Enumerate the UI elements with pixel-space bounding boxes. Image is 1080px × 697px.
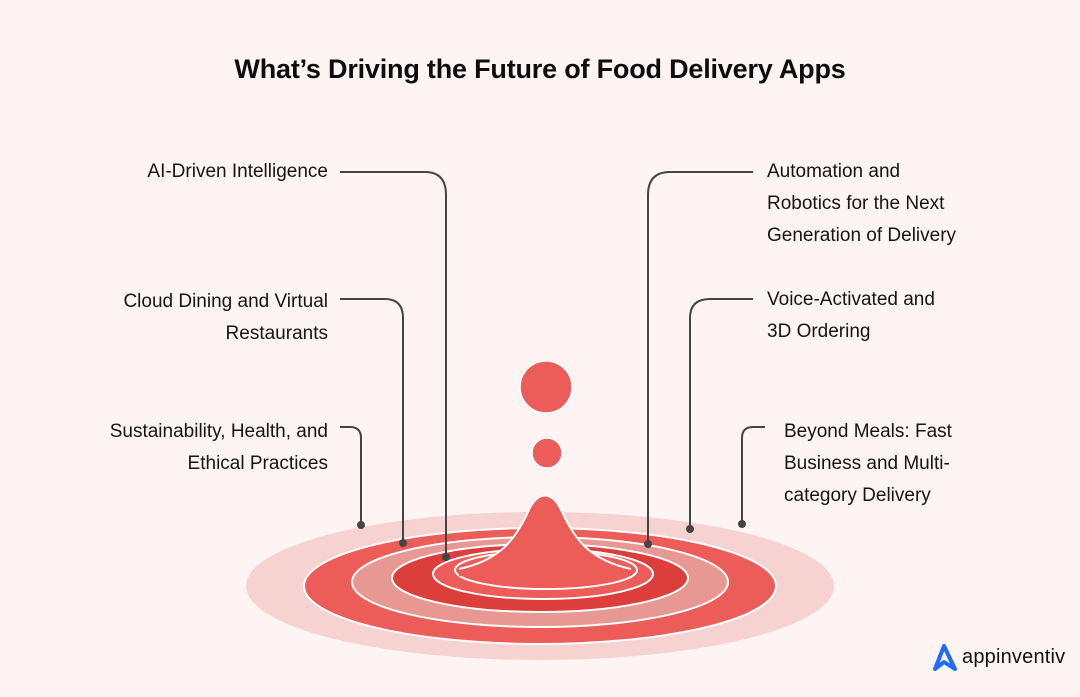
drop-peak [459,495,631,576]
droplet-small [531,437,563,469]
label-automation-robotics: Automation and Robotics for the Next Gen… [767,161,957,246]
droplet-large [519,360,573,414]
label-sustainability: Sustainability, Health, and Ethical Prac… [109,421,328,474]
connector-dot-automation [644,540,652,548]
connectors-left [340,171,447,557]
label-cloud-dining: Cloud Dining and Virtual Restaurants [123,291,328,344]
page-title: What’s Driving the Future of Food Delive… [234,54,846,84]
connector-dot-beyond [738,520,746,528]
connector-dot-ai [442,553,450,561]
connector-dot-sustain [357,521,365,529]
connector-dot-voice [686,525,694,533]
brand-logo: appinventiv [932,643,1065,671]
connector-dot-cloud [399,539,407,547]
label-voice-3d-ordering: Voice-Activated and 3D Ordering [767,289,935,342]
connectors-right [647,171,765,544]
appinventiv-a-icon [933,644,957,671]
brand-name: appinventiv [962,645,1066,668]
label-ai-driven-intelligence: AI-Driven Intelligence [147,161,328,182]
label-beyond-meals: Beyond Meals: Fast Business and Multi- c… [784,421,952,506]
